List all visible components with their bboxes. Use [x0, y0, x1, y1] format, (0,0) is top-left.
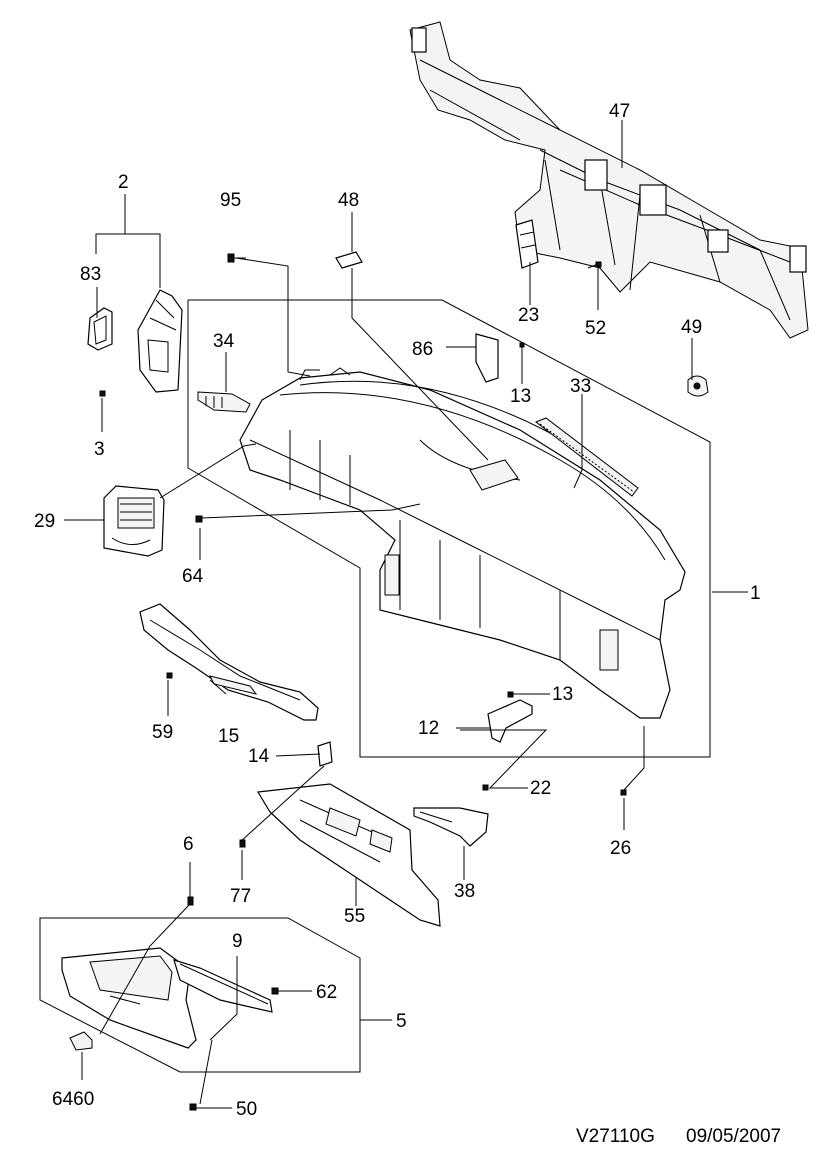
callout-62: 62	[316, 982, 337, 1003]
screw-6-part	[187, 896, 194, 906]
bracket-12-part	[487, 699, 533, 743]
callout-2: 2	[118, 172, 129, 193]
screw-26-part	[620, 789, 627, 796]
bracket-23-part	[515, 219, 539, 269]
callout-47: 47	[609, 101, 630, 122]
callout-26: 26	[610, 838, 631, 859]
screw-62-part	[271, 987, 279, 995]
callout-34: 34	[213, 331, 235, 352]
glovebox-door-5-part	[61, 947, 197, 1049]
cross-car-beam-part	[409, 21, 809, 339]
callout-labels: 1 2 3 5 6 9 12 13 13 14 15 22 23 26 29 3…	[34, 101, 761, 1120]
bolt-52-part	[587, 261, 602, 269]
callout-15: 15	[218, 726, 239, 747]
screw-50-part	[189, 1103, 197, 1111]
callout-83: 83	[80, 264, 101, 285]
instrument-panel-part	[239, 367, 686, 719]
callout-22: 22	[530, 778, 551, 799]
callout-33: 33	[570, 376, 591, 397]
callout-1: 1	[750, 583, 761, 604]
callout-9: 9	[232, 931, 243, 952]
callout-86: 86	[412, 339, 433, 360]
callout-95: 95	[220, 190, 241, 211]
clip-6460-part	[69, 1031, 93, 1051]
vent-29-part	[103, 485, 165, 557]
screw-64-part	[195, 515, 203, 523]
callout-50: 50	[236, 1099, 257, 1120]
callout-48: 48	[338, 190, 359, 211]
duct-38-part	[413, 807, 489, 847]
screw-22-part	[482, 784, 489, 791]
callout-77: 77	[230, 886, 251, 907]
cover-48-part	[335, 251, 363, 269]
drawing-date: 09/05/2007	[686, 1126, 781, 1147]
frame-83-part	[87, 307, 113, 351]
lower-panel-15-part	[139, 603, 319, 721]
callout-59: 59	[152, 722, 173, 743]
callout-5: 5	[396, 1011, 407, 1032]
group-frame-5	[39, 917, 361, 1073]
callout-12: 12	[418, 718, 439, 739]
screw-59-part	[166, 672, 173, 679]
latch-14-part	[317, 741, 333, 767]
trim-2-part	[137, 289, 183, 393]
footer: V27110G 09/05/2007	[576, 1126, 781, 1147]
strip-33-part	[535, 417, 639, 497]
leader-lines	[64, 120, 748, 1109]
bracket-86-part	[475, 333, 525, 383]
drawing-code: V27110G	[576, 1126, 655, 1147]
callout-52: 52	[585, 318, 606, 339]
callout-13a: 13	[510, 386, 531, 407]
callout-14: 14	[248, 746, 270, 767]
callout-55: 55	[344, 906, 365, 927]
group-frame-1	[187, 299, 711, 758]
callout-6: 6	[183, 834, 194, 855]
callout-29: 29	[34, 511, 55, 532]
callout-13b: 13	[552, 684, 573, 705]
callout-49: 49	[681, 317, 702, 338]
damper-9-part	[173, 959, 273, 1013]
callout-23: 23	[518, 305, 539, 326]
screw-3-part	[99, 390, 106, 397]
callout-38: 38	[454, 881, 475, 902]
callout-6460: 6460	[52, 1089, 94, 1110]
vent-34-part	[197, 391, 251, 413]
callout-64: 64	[182, 566, 204, 587]
glovebox-housing-55-part	[257, 783, 441, 927]
clip-49-part	[687, 375, 709, 397]
callout-3: 3	[94, 439, 105, 460]
